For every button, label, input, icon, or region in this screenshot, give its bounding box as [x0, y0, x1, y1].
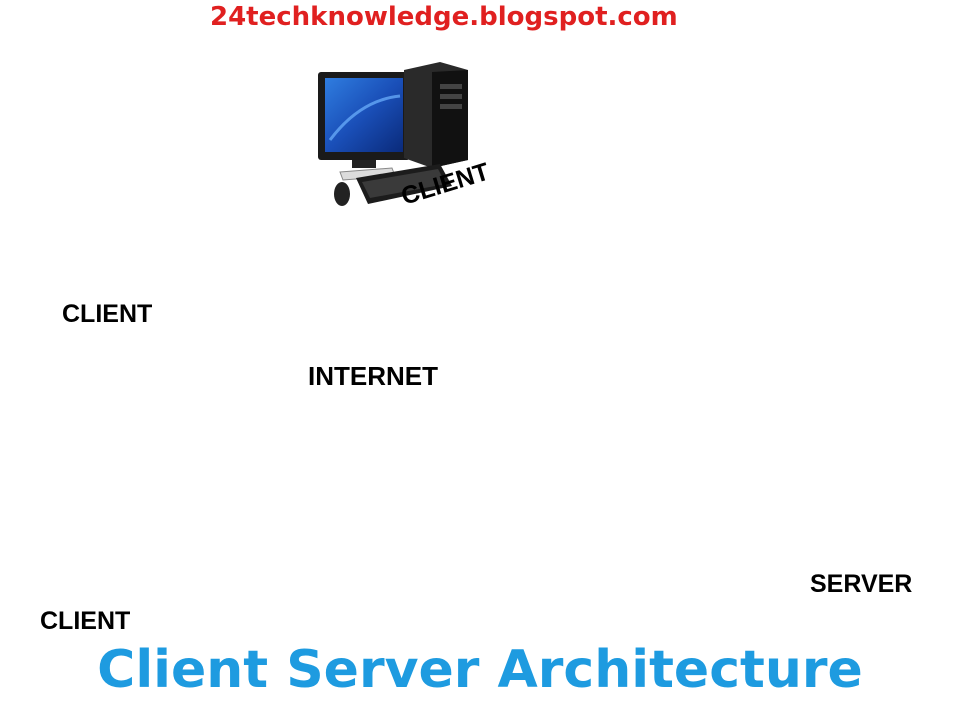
- blog-watermark: 24techknowledge.blogspot.com: [210, 2, 678, 32]
- desktop-computer-icon: [318, 62, 468, 206]
- internet-label: INTERNET: [308, 361, 438, 391]
- laptop-client-label: CLIENT: [62, 300, 153, 328]
- diagram-title: Client Server Architecture: [97, 640, 863, 700]
- server-label: SERVER: [810, 570, 913, 598]
- phone-client-label: CLIENT: [40, 607, 131, 635]
